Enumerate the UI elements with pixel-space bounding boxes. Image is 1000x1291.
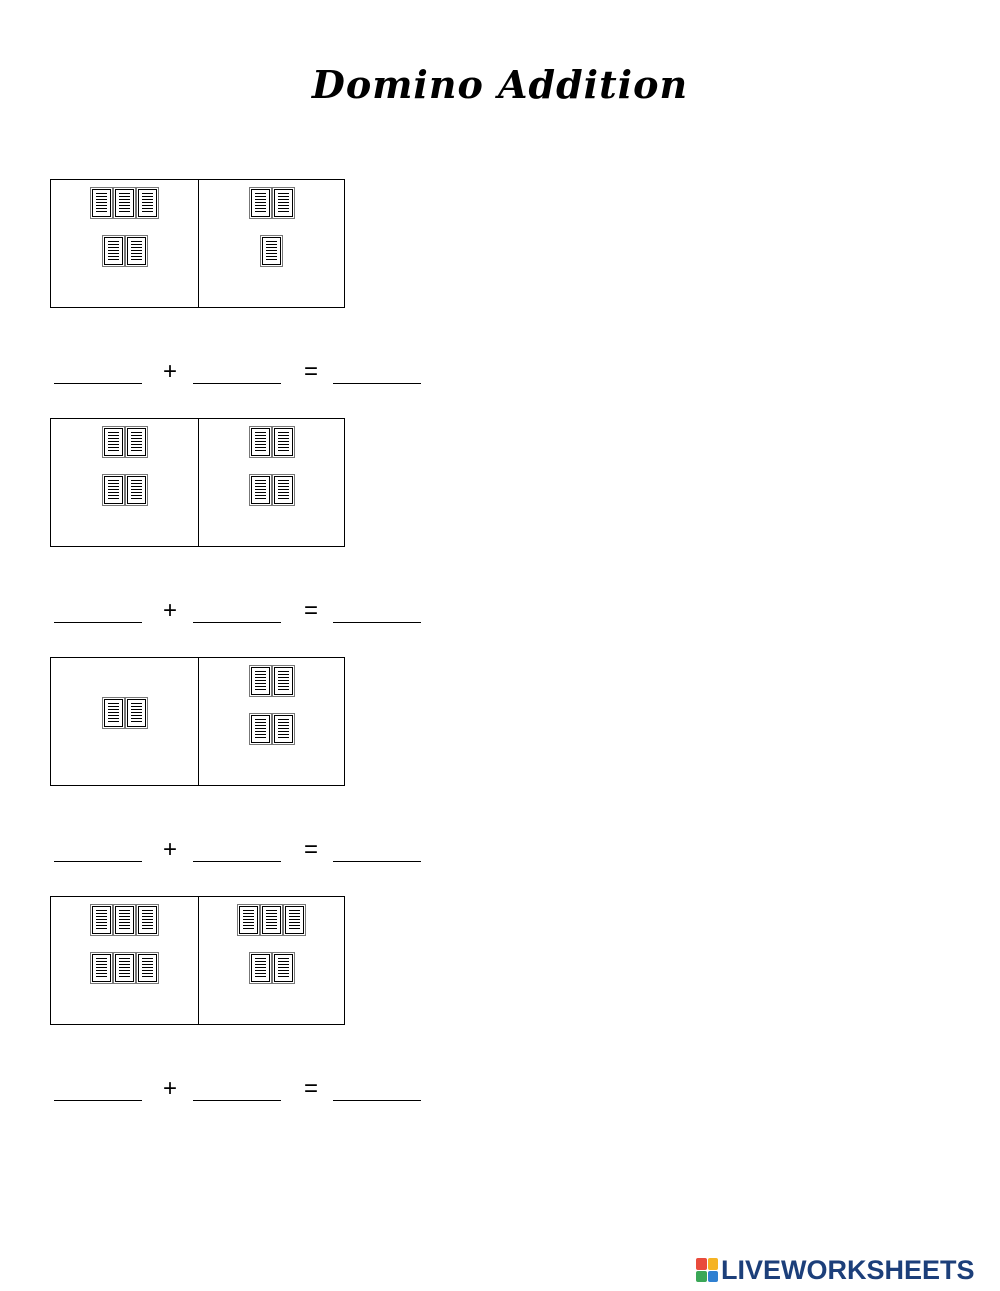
domino-pip-icon <box>260 904 283 936</box>
domino-pip-icon <box>101 426 125 458</box>
sum-blank[interactable] <box>333 861 421 862</box>
page-title: Domino Addition <box>311 62 689 107</box>
domino-pip-icon <box>113 187 136 219</box>
domino-pip-icon <box>124 426 148 458</box>
domino-right-half <box>198 419 345 546</box>
pip-row <box>198 426 345 458</box>
domino-pip-icon <box>136 904 159 936</box>
plus-sign: + <box>163 1075 178 1102</box>
equation-row: += <box>54 354 424 384</box>
domino-pip-icon <box>113 952 136 984</box>
domino-pip-icon <box>248 426 272 458</box>
logo-square <box>696 1270 707 1282</box>
sum-blank[interactable] <box>333 622 421 623</box>
domino-pip-icon <box>260 235 283 267</box>
domino-card <box>50 418 345 547</box>
pip-row <box>198 665 345 697</box>
second-addend-blank[interactable] <box>193 1100 281 1101</box>
domino-pip-icon <box>283 904 306 936</box>
plus-sign: + <box>163 358 178 385</box>
equation-row: += <box>54 1071 424 1101</box>
second-addend-blank[interactable] <box>193 383 281 384</box>
domino-pip-icon <box>90 187 113 219</box>
first-addend-blank[interactable] <box>54 383 142 384</box>
logo-square <box>707 1258 718 1270</box>
pip-row <box>198 474 345 506</box>
domino-pip-icon <box>271 713 295 745</box>
first-addend-blank[interactable] <box>54 622 142 623</box>
pip-row <box>51 697 198 729</box>
domino-pip-icon <box>124 474 148 506</box>
pip-row <box>51 474 198 506</box>
domino-pip-icon <box>90 952 113 984</box>
domino-pip-icon <box>101 235 125 267</box>
plus-sign: + <box>163 597 178 624</box>
equation-row: += <box>54 593 424 623</box>
pip-row <box>51 426 198 458</box>
equals-sign: = <box>304 597 319 624</box>
sum-blank[interactable] <box>333 383 421 384</box>
domino-pip-icon <box>124 697 148 729</box>
pip-row <box>198 904 345 936</box>
domino-pip-icon <box>248 474 272 506</box>
pip-row <box>198 713 345 745</box>
equals-sign: = <box>304 1075 319 1102</box>
domino-pip-icon <box>248 952 272 984</box>
logo-square <box>707 1270 718 1282</box>
pip-row <box>198 235 345 267</box>
pip-row <box>51 952 198 984</box>
first-addend-blank[interactable] <box>54 1100 142 1101</box>
pip-row <box>51 904 198 936</box>
plus-sign: + <box>163 836 178 863</box>
domino-left-half <box>51 897 199 1024</box>
domino-pip-icon <box>136 187 159 219</box>
equals-sign: = <box>304 358 319 385</box>
domino-pip-icon <box>248 665 272 697</box>
second-addend-blank[interactable] <box>193 622 281 623</box>
domino-pip-icon <box>136 952 159 984</box>
domino-left-half <box>51 658 199 785</box>
equation-row: += <box>54 832 424 862</box>
logo-square <box>696 1258 707 1270</box>
domino-pip-icon <box>271 187 295 219</box>
domino-pip-icon <box>90 904 113 936</box>
logo-text: LIVEWORKSHEETS <box>721 1254 975 1285</box>
domino-pip-icon <box>237 904 260 936</box>
domino-pip-icon <box>101 474 125 506</box>
pip-row <box>198 952 345 984</box>
domino-pip-icon <box>271 474 295 506</box>
domino-pip-icon <box>271 952 295 984</box>
domino-card <box>50 179 345 308</box>
domino-card <box>50 657 345 786</box>
pip-row <box>198 187 345 219</box>
domino-pip-icon <box>248 187 272 219</box>
domino-pip-icon <box>101 697 125 729</box>
domino-pip-icon <box>124 235 148 267</box>
domino-right-half <box>198 897 345 1024</box>
domino-card <box>50 896 345 1025</box>
domino-pip-icon <box>248 713 272 745</box>
domino-left-half <box>51 180 199 307</box>
pip-row <box>51 235 198 267</box>
domino-pip-icon <box>113 904 136 936</box>
domino-left-half <box>51 419 199 546</box>
second-addend-blank[interactable] <box>193 861 281 862</box>
pip-row <box>51 187 198 219</box>
equals-sign: = <box>304 836 319 863</box>
domino-right-half <box>198 180 345 307</box>
sum-blank[interactable] <box>333 1100 421 1101</box>
domino-right-half <box>198 658 345 785</box>
first-addend-blank[interactable] <box>54 861 142 862</box>
domino-pip-icon <box>271 665 295 697</box>
domino-pip-icon <box>271 426 295 458</box>
logo-icon <box>696 1258 718 1282</box>
liveworksheets-logo: LIVEWORKSHEETS <box>696 1255 996 1285</box>
